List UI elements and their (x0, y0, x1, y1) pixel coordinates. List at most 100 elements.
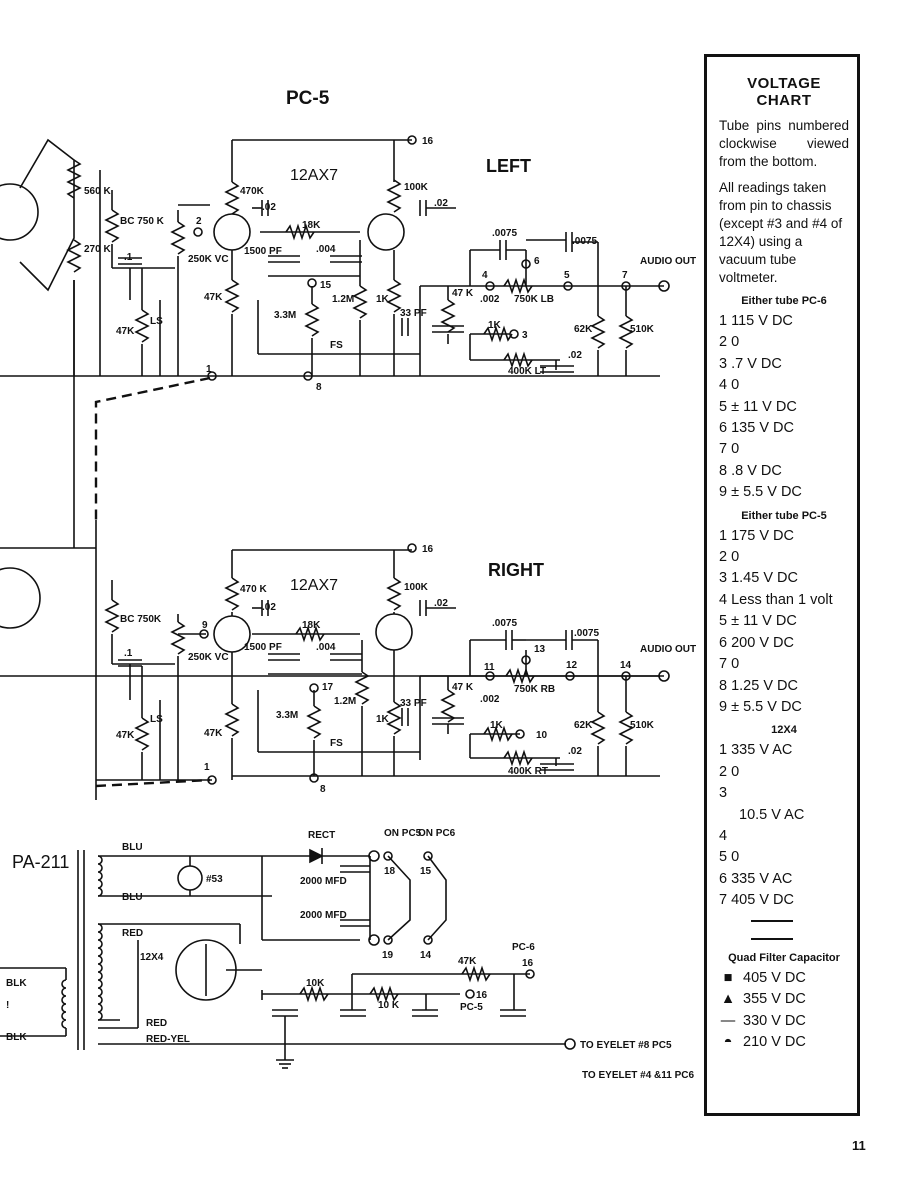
component-label: FS (330, 738, 343, 749)
reading-row: 2 0 (719, 549, 740, 566)
component-label: BC 750K (120, 614, 162, 625)
reading-row: 6 200 V DC (719, 634, 794, 651)
component-label: 1K (376, 294, 390, 305)
legend-row: —330 V DC (719, 1011, 849, 1033)
tube-label-bottom: 12AX7 (290, 577, 338, 594)
wire-label: BLK (6, 978, 27, 989)
wire-label: BLU (122, 892, 143, 903)
component-label: .0075 (492, 618, 517, 629)
eyelet-destination-label: TO EYELET #8 PC5 (580, 1040, 672, 1051)
component-label: .002 (480, 294, 500, 305)
voltage-chart: VOLTAGE CHART Tube pins numbered clockwi… (704, 54, 860, 1116)
component-label: 470 K (240, 584, 267, 595)
reading-row: 1 115 V DC (719, 313, 793, 329)
eyelet-label: 12 (566, 660, 578, 671)
half-circle-icon: ◓ (723, 1034, 733, 1051)
voltage-chart-note: All readings taken from pin to chassis (… (719, 180, 843, 285)
component-label: 1500 PF (244, 642, 282, 653)
square-icon: ■ (723, 969, 733, 986)
reading-row: 4 Less than 1 volt (719, 591, 833, 608)
eyelet-label: 8 (320, 784, 326, 795)
component-label: 62K (574, 720, 593, 731)
voltage-chart-title: VOLTAGE CHART (747, 75, 821, 109)
component-label: .004 (316, 244, 336, 255)
reading-row: 3 (719, 785, 728, 802)
component-label: .0075 (492, 228, 517, 239)
component-label: 250K VC (188, 254, 229, 265)
reading-row: 8 .8 V DC (719, 462, 782, 479)
eyelet-label: 16 (422, 136, 434, 147)
reading-row: 9 ± 5.5 V DC (719, 484, 802, 501)
component-label: LS (150, 714, 163, 725)
eyelet-label: 7 (622, 270, 628, 281)
component-label: 250K VC (188, 652, 229, 663)
component-label: .02 (434, 198, 448, 209)
reading-row: 6 135 V DC (719, 420, 794, 437)
dash-icon: — (720, 1012, 736, 1029)
component-label: .0075 (572, 236, 597, 247)
lamp-label: #53 (206, 874, 223, 885)
component-label: .02 (262, 602, 276, 613)
reading-row: 2 0 (719, 763, 740, 780)
section-title-12x4: 12X4 (771, 724, 797, 737)
eyelet-label: 18 (384, 866, 396, 877)
wire-label: BLU (122, 842, 143, 853)
legend-value: 210 V DC (743, 1034, 806, 1051)
eyelet-label: 2 (196, 216, 202, 227)
component-label: 1.2M (332, 294, 354, 305)
eyelet-label: 15 (420, 866, 432, 877)
component-label: LS (150, 316, 163, 327)
eyelet-label: 14 (620, 660, 632, 671)
board-label-pc5: PC-5 (286, 88, 330, 109)
component-label: 3.3M (274, 310, 296, 321)
component-label: 270 K (84, 244, 111, 255)
legend-value: 405 V DC (743, 969, 806, 986)
resistor-label: 10K (306, 978, 325, 989)
reading-row: 7 405 V DC (719, 892, 794, 909)
reading-row: 5 0 (719, 849, 740, 866)
component-label: 1K (490, 720, 504, 731)
reading-row: 3 .7 V DC (719, 355, 782, 372)
eyelet-label: 16 (422, 544, 434, 555)
component-label: .002 (480, 694, 500, 705)
reading-row: 1 335 V AC (719, 742, 793, 759)
eyelet-label: 4 (482, 270, 488, 281)
wire-label: BLK (6, 1032, 27, 1043)
reading-row: 9 ± 5.5 V DC (719, 698, 802, 715)
eyelet-label: 1 (204, 762, 210, 773)
board-label: PC-5 (460, 1002, 483, 1013)
eyelet-label: 8 (316, 382, 322, 393)
component-label: 47K (204, 292, 223, 303)
eyelet-label: 16 (476, 990, 488, 1001)
cap-label: 2000 MFD (300, 876, 347, 887)
readings-12x4: 1 335 V AC 2 0 3 10.5 V AC 4 5 0 6 335 V… (719, 740, 849, 911)
legend-row: ▲355 V DC (719, 989, 849, 1011)
component-label: 100K (404, 182, 429, 193)
component-label: 47K (204, 728, 223, 739)
reading-row: 7 0 (719, 441, 740, 458)
voltage-chart-intro: Tube pins numbered clockwise viewed from… (719, 118, 849, 169)
component-label: 400K RT (508, 766, 548, 777)
on-pc6-label: ON PC6 (418, 828, 456, 839)
component-label: 400K LT (508, 366, 546, 377)
rectifier-tube-label: 12X4 (140, 952, 164, 963)
readings-pc6: 1 115 V DC 2 0 3 .7 V DC 4 0 5 ± 11 V DC… (719, 311, 849, 504)
component-label: FS (330, 340, 343, 351)
legend-value: 355 V DC (743, 991, 806, 1008)
component-label: 33 PF (400, 698, 427, 709)
eyelet-label: 16 (522, 958, 534, 969)
component-label: 3.3M (276, 710, 298, 721)
component-label: 47 K (452, 288, 474, 299)
eyelet-label: 3 (522, 330, 528, 341)
eyelet-label: 11 (484, 662, 495, 673)
reading-row: 6 335 V AC (719, 870, 793, 887)
eyelet-label: 13 (534, 644, 546, 655)
resistor-label: 47K (458, 956, 477, 967)
transformer-label: PA-211 (12, 852, 69, 872)
eyelet-label: 15 (320, 280, 332, 291)
component-label: 560 K (84, 186, 111, 197)
readings-pc5: 1 175 V DC 2 0 3 1.45 V DC 4 Less than 1… (719, 526, 849, 719)
eyelet-label: 1 (206, 364, 212, 375)
reading-row: 3 1.45 V DC (719, 570, 798, 587)
